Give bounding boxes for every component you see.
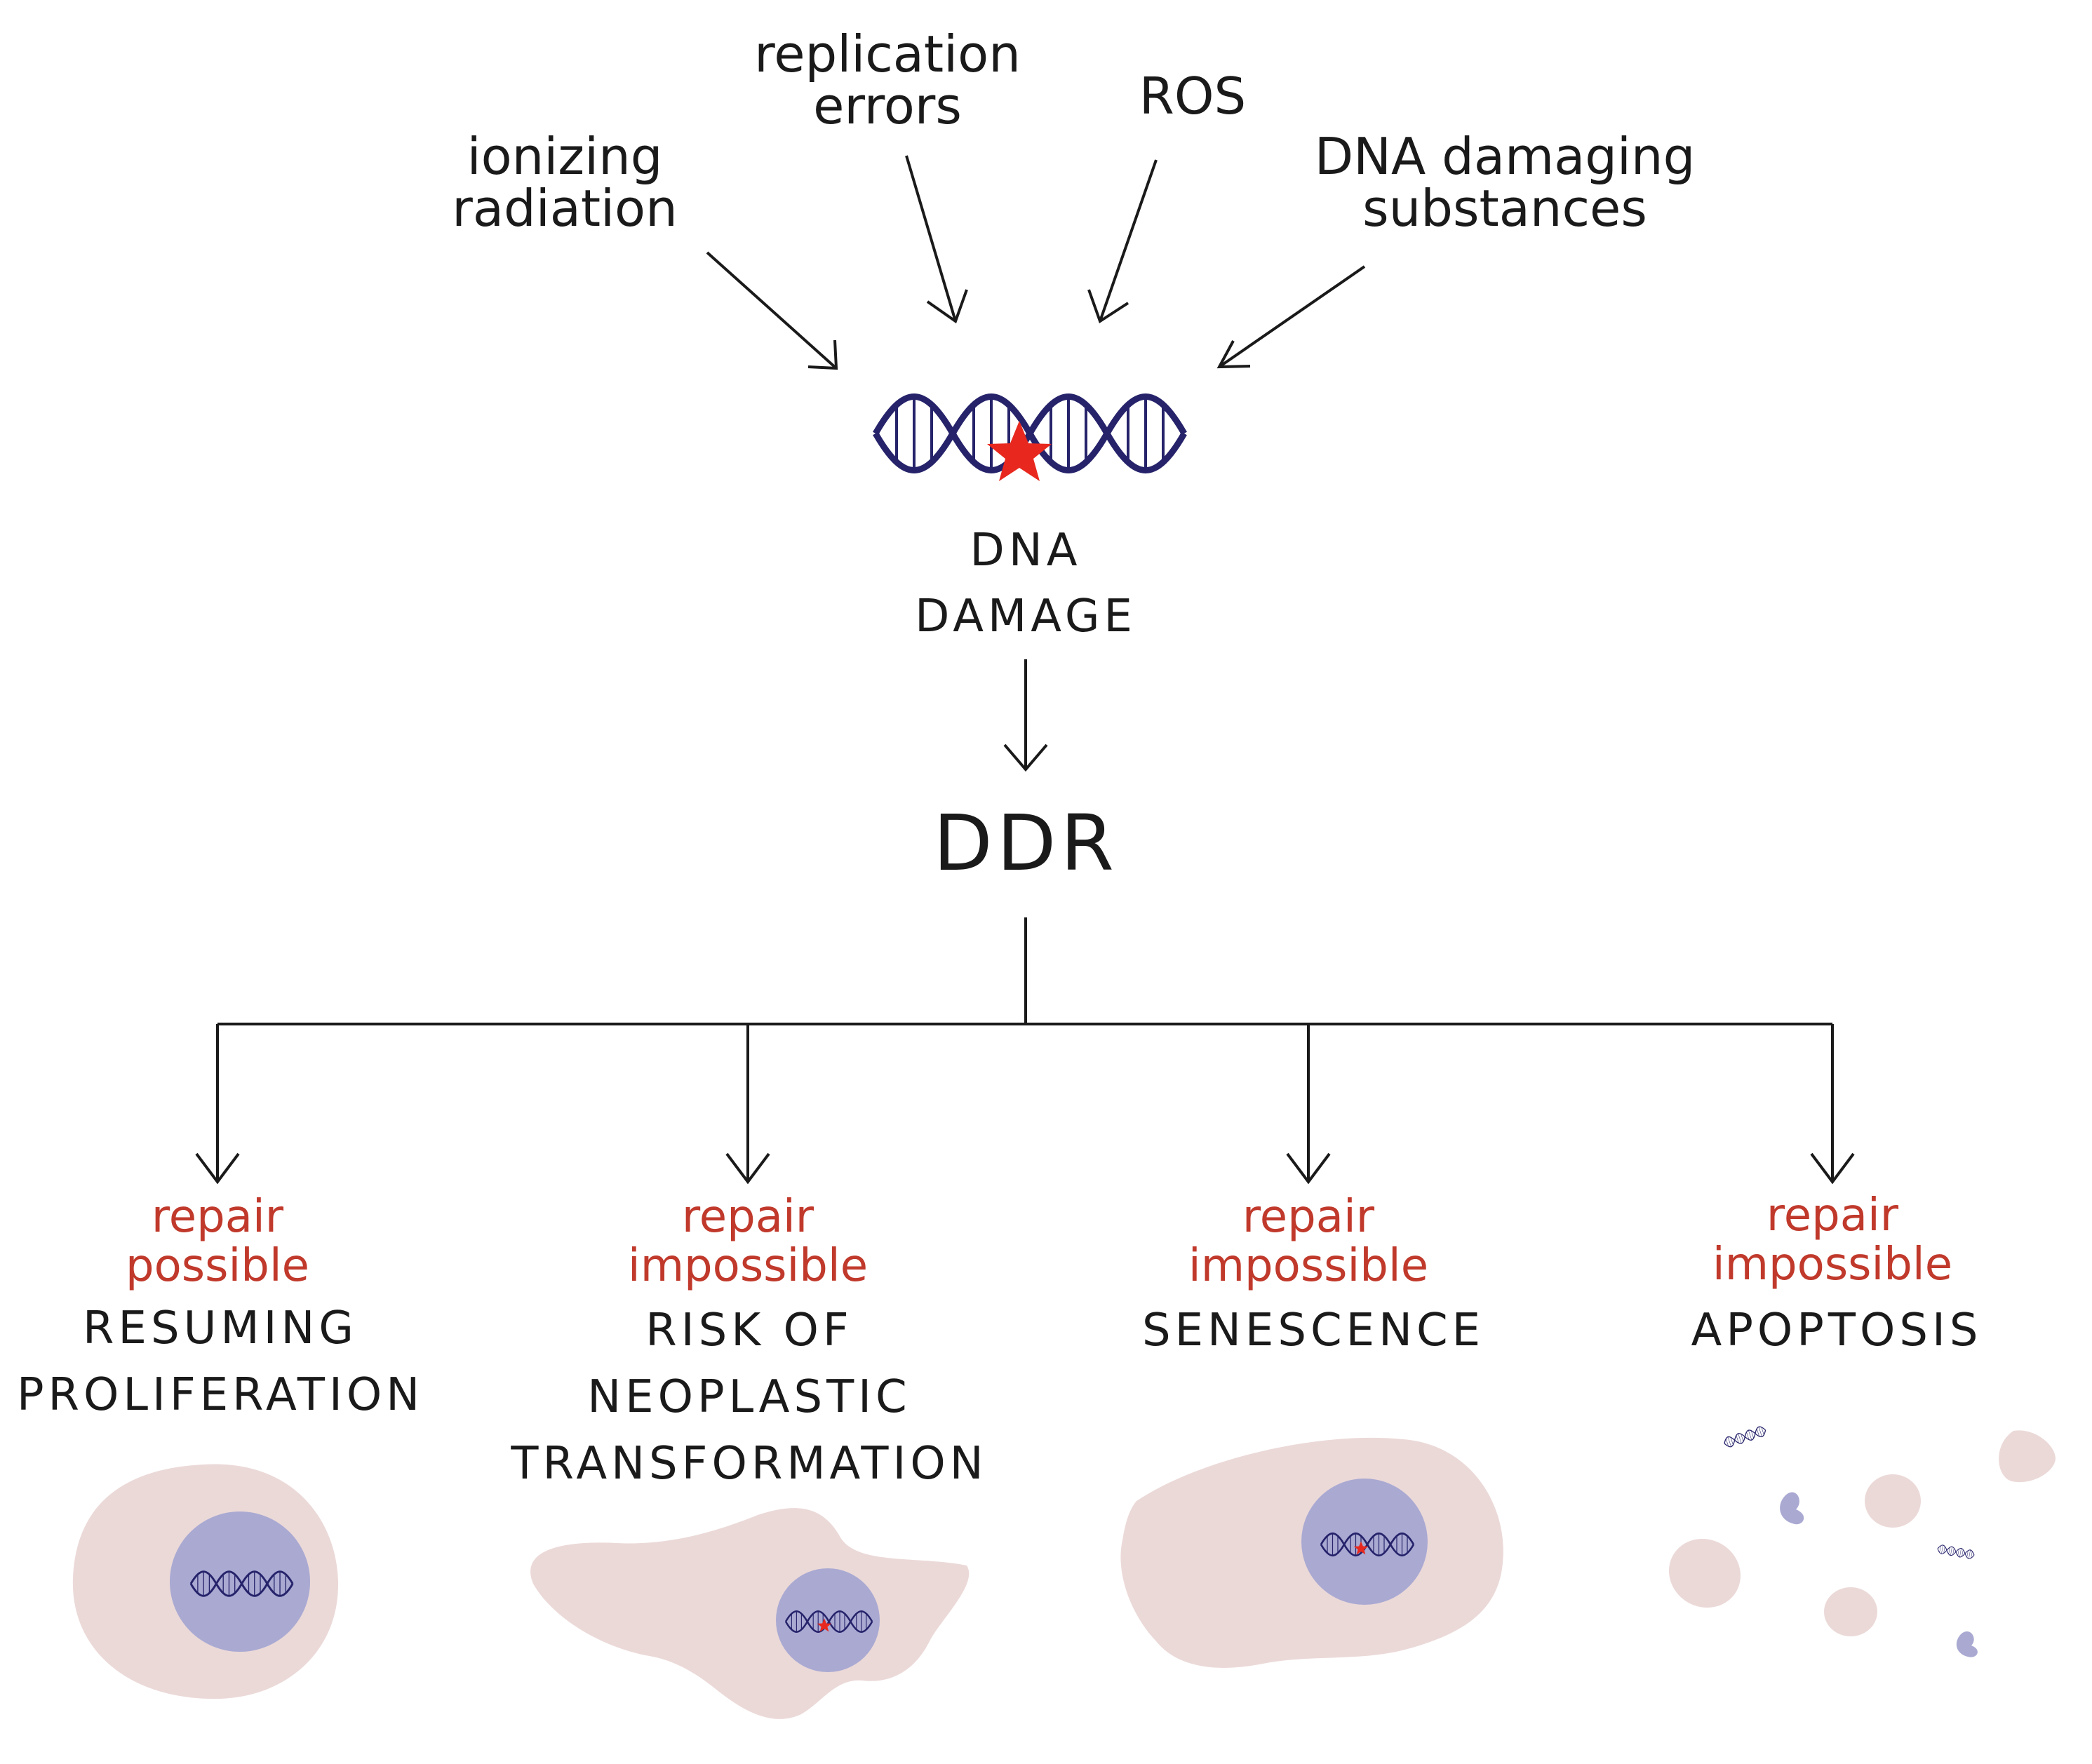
- outcome-senescence: repair impossible SENESCENCE: [1120, 1191, 1503, 1668]
- repair-status-label: possible: [126, 1240, 309, 1292]
- healthy-cell-icon: [72, 1464, 339, 1699]
- repair-status-label: repair: [152, 1191, 284, 1243]
- dna-damage-label: DAMAGE: [915, 591, 1136, 642]
- cause-label-line: DNA damaging: [1315, 127, 1696, 186]
- outcome-title: RISK OF: [645, 1305, 852, 1356]
- repair-status-label: repair: [1766, 1190, 1899, 1241]
- outcome-neoplastic-transformation: repair impossible RISK OF NEOPLASTIC TRA…: [510, 1191, 987, 1719]
- arrow-ionizing: [706, 251, 838, 370]
- cause-arrows: [706, 155, 1366, 370]
- outcome-resuming-proliferation: repair possible RESUMING PROLIFERATION: [17, 1191, 424, 1699]
- arrow-ros: [1087, 159, 1158, 324]
- transformed-cell-icon: [530, 1508, 970, 1719]
- arrow-replication: [905, 155, 968, 324]
- outcome-title: NEOPLASTIC: [587, 1371, 911, 1423]
- cause-label-line: replication: [754, 25, 1021, 83]
- apoptotic-fragments-icon: [1668, 1425, 2056, 1657]
- arrow-substances: [1216, 265, 1366, 369]
- damaged-dna-helix-icon: [876, 395, 1184, 481]
- repair-status-label: impossible: [1712, 1239, 1952, 1291]
- senescent-cell-icon: [1120, 1437, 1503, 1668]
- cause-ionizing-radiation: ionizing radiation: [452, 127, 677, 238]
- repair-status-label: repair: [1242, 1191, 1375, 1243]
- cause-ros: ROS: [1139, 67, 1246, 126]
- repair-status-label: impossible: [1188, 1240, 1428, 1292]
- cause-label-line: ROS: [1139, 67, 1246, 126]
- dna-fragment-icon: [1722, 1425, 1768, 1449]
- arrow-to-ddr: [1003, 659, 1048, 772]
- outcome-title: SENESCENCE: [1142, 1305, 1484, 1356]
- ddr-label: DDR: [933, 798, 1118, 888]
- outcome-title: TRANSFORMATION: [510, 1438, 987, 1490]
- outcome-apoptosis: repair impossible APOPTOSIS: [1668, 1190, 2056, 1657]
- cause-dna-damaging-substances: DNA damaging substances: [1315, 127, 1696, 238]
- dna-fragment-icon: [1936, 1543, 1976, 1561]
- cause-replication-errors: replication errors: [754, 25, 1021, 135]
- branch-connector: [195, 917, 1855, 1185]
- cause-label-line: substances: [1362, 179, 1647, 238]
- outcome-title: APOPTOSIS: [1691, 1305, 1983, 1356]
- cause-label-line: ionizing: [467, 127, 663, 186]
- outcome-title: RESUMING: [83, 1302, 358, 1354]
- repair-status-label: repair: [682, 1191, 814, 1243]
- outcome-title: PROLIFERATION: [17, 1369, 424, 1421]
- dna-damage-label: DNA: [970, 525, 1082, 577]
- cause-label-line: radiation: [452, 179, 677, 238]
- cause-label-line: errors: [813, 76, 962, 135]
- repair-status-label: impossible: [628, 1240, 868, 1292]
